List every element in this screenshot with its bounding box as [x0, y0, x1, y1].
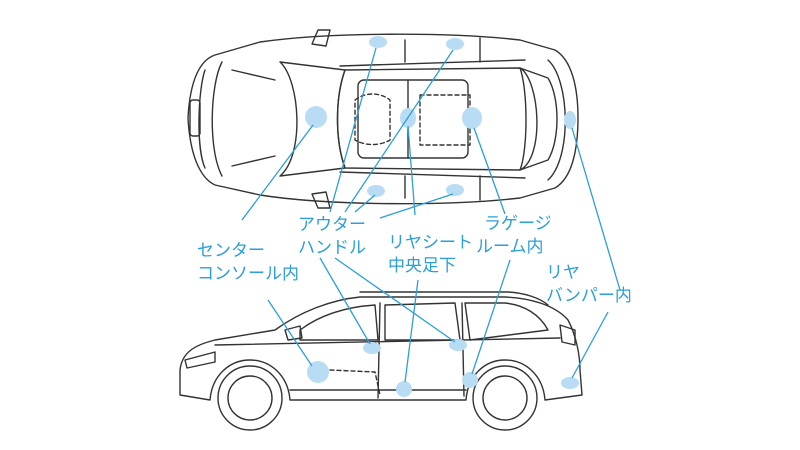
- label-rear-seat-line1: リヤシート: [388, 233, 473, 253]
- marker-luggage-top: [462, 107, 482, 129]
- label-outer-handle-line1: アウター: [298, 215, 366, 235]
- label-rear-seat-line2: 中央足下: [388, 256, 456, 276]
- label-outer-handle-line2: ハンドル: [298, 238, 366, 258]
- side-headlight: [184, 351, 216, 369]
- side-wheel-front: [217, 365, 283, 431]
- side-taillight: [559, 324, 576, 346]
- leader-bumper-top: [571, 127, 621, 291]
- leader-handle-6: [334, 257, 456, 343]
- side-body-outline: [179, 296, 583, 401]
- marker-luggage-side: [462, 372, 478, 388]
- label-luggage-room-line2: ルーム内: [476, 237, 544, 257]
- top-rear-window: [519, 67, 558, 171]
- marker-bumper-top: [564, 111, 576, 129]
- top-roof-rail-left: [339, 59, 526, 67]
- markers: [305, 36, 579, 397]
- leader-handle-2: [344, 49, 454, 213]
- top-seat-dashed-2: [419, 94, 471, 146]
- leader-luggage-side: [471, 259, 511, 375]
- top-hood-line-1: [211, 61, 223, 177]
- leader-handle-5: [319, 257, 371, 345]
- side-window-rear: [464, 302, 549, 341]
- label-rear-bumper: リヤ バンパー内: [546, 262, 632, 308]
- label-luggage-room: ラゲージ ルーム内: [476, 213, 552, 259]
- car-side-view: [179, 291, 583, 431]
- leader-rearseat-top: [407, 125, 416, 216]
- top-seat-dashed-1: [354, 93, 391, 146]
- leader-console-side: [267, 299, 313, 367]
- marker-handle-top-front: [369, 36, 387, 48]
- side-beltline: [214, 337, 561, 346]
- leader-handle-4: [379, 193, 454, 219]
- marker-handle-side-front: [363, 342, 381, 354]
- side-window-middle: [384, 302, 461, 341]
- side-mirror: [284, 325, 303, 341]
- leader-console-top: [241, 124, 314, 221]
- marker-bumper-side: [561, 377, 579, 389]
- top-hood-crease-2: [231, 155, 276, 167]
- label-outer-handle: アウター ハンドル: [298, 214, 366, 260]
- side-roof-rail: [359, 291, 549, 306]
- leader-bumper-side: [571, 311, 609, 379]
- side-wheel-rear-rim: [482, 375, 528, 421]
- label-rear-seat: リヤシート 中央足下: [388, 232, 473, 278]
- top-mirror-right: [311, 191, 331, 209]
- top-mirror-left: [311, 29, 331, 47]
- label-rear-bumper-line1: リヤ: [546, 263, 580, 283]
- marker-handle-side-rear: [449, 339, 467, 351]
- label-luggage-room-line1: ラゲージ: [484, 214, 552, 234]
- side-wheel-front-rim: [227, 375, 273, 421]
- leader-handle-3: [354, 194, 376, 213]
- marker-handle-bottom-rear: [446, 184, 464, 196]
- car-top-view: [187, 29, 579, 209]
- label-center-console-line2: コンソール内: [197, 264, 299, 284]
- marker-handle-bottom-front: [367, 185, 385, 197]
- marker-center-console-top: [305, 106, 327, 128]
- marker-center-console-side: [307, 361, 329, 383]
- leader-handle-1: [329, 47, 377, 213]
- side-interior-dashed: [329, 369, 381, 396]
- leader-lines: [241, 47, 621, 383]
- label-rear-bumper-line2: バンパー内: [546, 286, 632, 306]
- top-front-bumper: [198, 69, 206, 169]
- label-center-console-line1: センター: [197, 241, 265, 261]
- top-hood-crease-1: [231, 69, 276, 81]
- label-center-console: センター コンソール内: [197, 240, 299, 286]
- side-window-front: [299, 304, 379, 341]
- leader-rearseat-side: [404, 279, 419, 383]
- side-wheel-rear: [472, 365, 538, 431]
- leader-luggage-top: [473, 127, 506, 215]
- top-body-outline: [187, 33, 579, 205]
- marker-handle-top-rear: [446, 38, 464, 50]
- marker-rear-seat-side: [396, 381, 412, 397]
- top-grille: [189, 99, 201, 137]
